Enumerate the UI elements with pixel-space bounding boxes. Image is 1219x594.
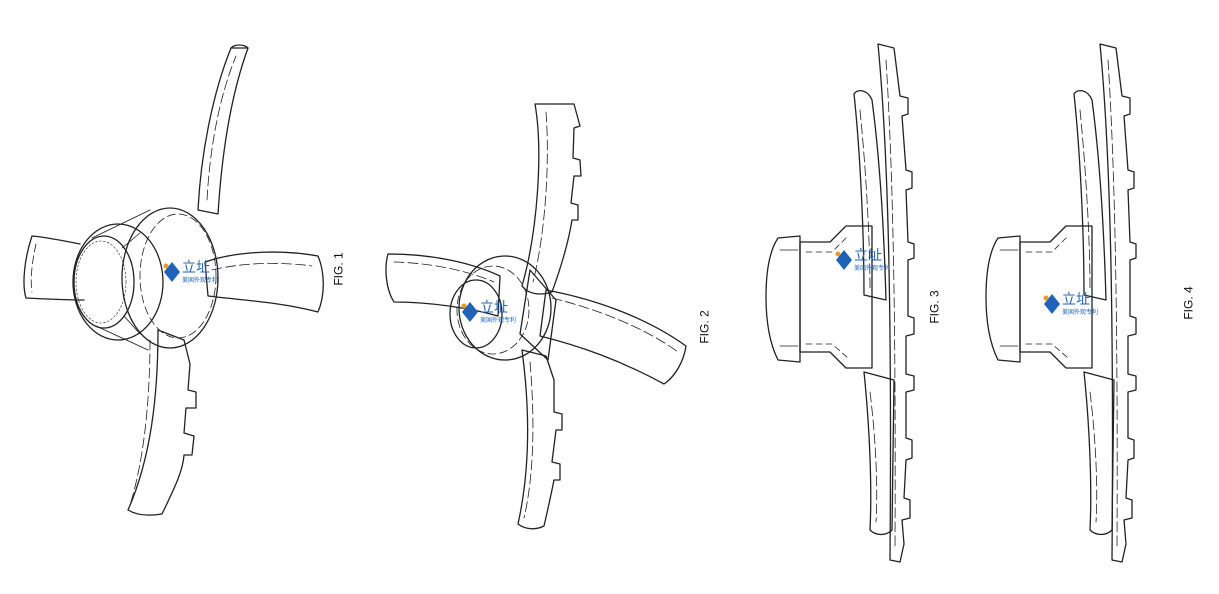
watermark-logo: 立址 美国外观专利 [163, 260, 218, 284]
watermark-brand: 立址 [182, 260, 210, 276]
fig1-label: FIG. 1 [331, 252, 346, 286]
watermark-sub: 美国外观专利 [182, 276, 218, 284]
watermark-logo: 立址 美国外观专利 [1043, 292, 1098, 316]
fig4-drawing [985, 43, 1137, 563]
watermark-sub: 美国外观专利 [1062, 308, 1098, 316]
watermark-sub: 美国外观专利 [480, 316, 516, 324]
fig3-label: FIG. 3 [927, 290, 942, 324]
watermark-logo: 立址 美国外观专利 [461, 300, 516, 324]
watermark-logo: 立址 美国外观专利 [835, 248, 890, 272]
fig2-drawing [385, 103, 687, 530]
watermark-sub: 美国外观专利 [854, 264, 890, 272]
watermark-brand: 立址 [1062, 292, 1090, 308]
fig1-drawing [23, 44, 324, 516]
fig4-label: FIG. 4 [1181, 286, 1196, 320]
watermark-brand: 立址 [480, 300, 508, 316]
fig3-drawing [765, 43, 915, 563]
fig2-label: FIG. 2 [697, 310, 712, 344]
watermark-brand: 立址 [854, 248, 882, 264]
